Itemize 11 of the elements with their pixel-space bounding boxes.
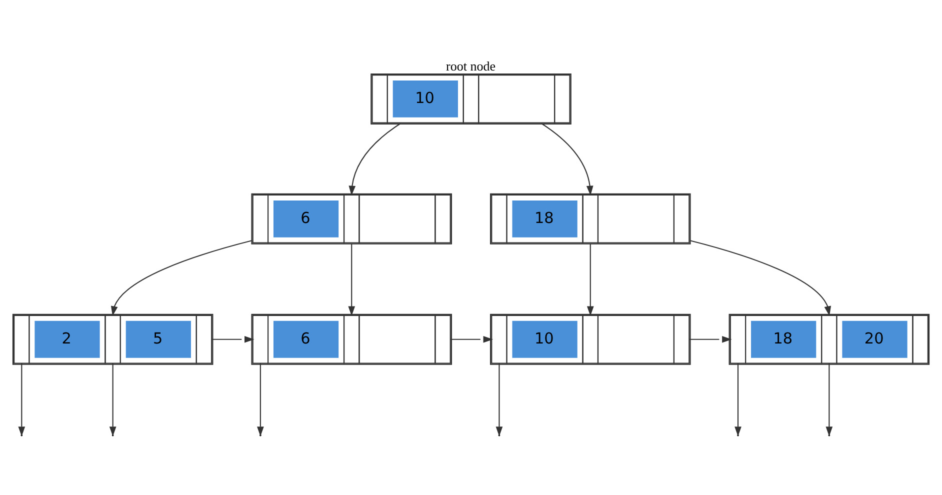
arrow: [734, 363, 742, 436]
arrow: [541, 123, 594, 196]
arrow: [110, 240, 252, 316]
arrow: [348, 123, 401, 196]
arrow: [690, 240, 832, 316]
arrow: [689, 336, 732, 343]
arrow: [348, 244, 356, 316]
arrow: [586, 244, 594, 316]
node-label: root node: [446, 58, 496, 74]
arrow: [450, 336, 494, 343]
arrow: [212, 336, 254, 343]
